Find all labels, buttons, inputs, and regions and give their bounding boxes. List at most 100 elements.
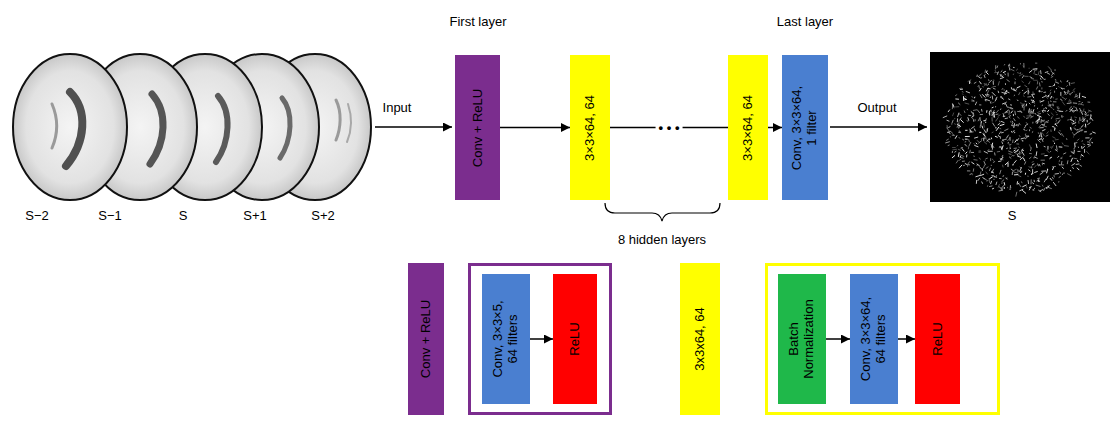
speckle [968,79,972,81]
speckle [981,109,983,112]
speckle [984,133,986,137]
speckle [1069,82,1071,86]
speckle [1063,172,1065,174]
speckle [1033,188,1035,190]
speckle [1004,187,1005,189]
speckle [1029,167,1031,168]
speckle [987,90,989,94]
speckle [991,117,992,121]
speckle [959,165,962,168]
speckle [1043,108,1045,110]
speckle [1049,92,1050,95]
speckle [1081,125,1084,128]
speckle [968,117,969,120]
speckle [1050,151,1052,153]
speckle [1062,173,1064,175]
speckle [1029,153,1032,154]
speckle [1029,144,1031,148]
speckle [997,151,1000,153]
speckle [991,165,992,166]
speckle [1075,94,1076,96]
speckle [989,168,990,171]
speckle [1017,169,1021,171]
speckle [960,155,964,157]
speckle [947,120,950,121]
speckle [1074,116,1077,118]
speckle [999,187,1003,190]
speckle [1050,178,1052,180]
speckle [952,147,956,148]
speckle [1030,150,1031,151]
speckle [956,160,958,163]
speckle [965,139,968,140]
speckle [971,111,974,114]
speckle [1011,88,1014,90]
relu-box: ReLU [915,274,960,404]
speckle [1032,183,1033,184]
speckle [1073,88,1075,90]
speckle [991,110,992,113]
speckle [986,128,988,132]
speckle [1005,117,1008,119]
speckle [995,176,996,177]
speckle [1060,172,1061,173]
speckle [1002,159,1003,160]
speckle [986,158,988,160]
speckle [1037,115,1041,117]
speckle [992,145,993,149]
speckle [1032,169,1033,174]
speckle [955,135,957,138]
speckle [1013,95,1015,97]
speckle [1034,101,1035,102]
speckle [1020,110,1022,113]
speckle [968,139,970,142]
speckle [1072,123,1076,125]
speckle [963,96,964,101]
speckle [1007,163,1008,167]
speckle [952,120,953,124]
speckle [1057,107,1059,109]
speckle [1014,132,1016,133]
speckle [1013,67,1014,68]
speckle [1032,132,1033,133]
speckle [984,161,986,165]
connector-arrow [500,127,570,129]
speckle [1055,118,1059,120]
speckle [1039,135,1041,138]
speckle [973,143,975,145]
speckle [1073,150,1074,153]
speckle [1022,75,1024,78]
speckle [1076,132,1078,134]
speckle [996,117,999,121]
speckle [1034,70,1035,74]
speckle [1091,142,1093,144]
speckle [1025,136,1028,139]
speckle [989,185,992,187]
speckle [996,110,998,113]
speckle [1060,92,1061,96]
speckle [1026,130,1028,131]
speckle [948,144,950,146]
speckle [1033,68,1037,70]
speckle [975,102,976,105]
speckle [1028,82,1030,84]
speckle [1028,116,1030,117]
speckle [1026,117,1029,119]
speckle [1048,66,1051,70]
speckle [992,175,995,176]
speckle [1038,71,1039,74]
layer-box: Conv + ReLU [455,55,500,200]
speckle [1029,76,1031,77]
speckle [1006,135,1009,139]
speckle [1046,176,1048,180]
speckle [1019,183,1021,186]
flow-label: Input [383,101,412,116]
speckle [1078,130,1082,133]
speckle [992,92,996,96]
speckle [1044,146,1046,148]
speckle [1067,119,1069,121]
detail-frame: Conv, 3×3×5, 64 filtersReLU [468,263,612,415]
speckle [1032,163,1034,165]
speckle [965,136,970,137]
speckle [1014,160,1017,163]
